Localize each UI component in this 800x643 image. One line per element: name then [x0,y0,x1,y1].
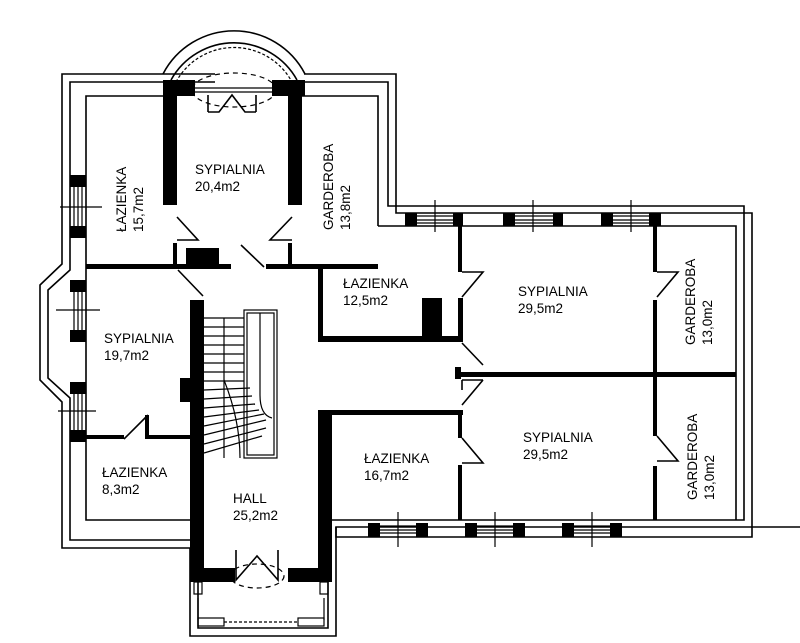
room-lazienka-nw: ŁAZIENKA 15,7m2 [114,167,146,232]
room-lazienka-s: ŁAZIENKA 16,7m2 [364,451,429,483]
room-area: 13,0m2 [700,300,715,345]
structural-walls [70,80,736,582]
room-area: 19,7m2 [104,348,149,363]
room-name: ŁAZIENKA [102,465,167,480]
room-garderoba-ne: GARDEROBA 13,0m2 [683,259,715,345]
room-area: 25,2m2 [233,508,278,523]
room-name: GARDEROBA [321,144,336,230]
room-area: 20,4m2 [195,179,240,194]
staircase [203,309,278,459]
room-sypialnia-n: SYPIALNIA 20,4m2 [195,162,265,194]
room-sypialnia-ne: SYPIALNIA 29,5m2 [518,284,588,316]
room-area: 13,8m2 [338,185,353,230]
room-name: SYPIALNIA [518,284,588,299]
room-area: 12,5m2 [343,293,388,308]
room-name: ŁAZIENKA [364,451,429,466]
room-sypialnia-w: SYPIALNIA 19,7m2 [104,331,174,363]
room-area: 16,7m2 [364,468,409,483]
room-labels: ŁAZIENKA 15,7m2 SYPIALNIA 20,4m2 GARDERO… [102,144,717,523]
room-name: SYPIALNIA [104,331,174,346]
room-name: SYPIALNIA [523,430,593,445]
room-name: ŁAZIENKA [114,167,129,232]
room-name: HALL [233,491,267,506]
porch [193,581,329,627]
room-hall: HALL 25,2m2 [233,491,278,523]
room-lazienka-sw: ŁAZIENKA 8,3m2 [102,465,167,497]
room-area: 15,7m2 [131,187,146,232]
room-name: ŁAZIENKA [343,276,408,291]
room-lazienka-c: ŁAZIENKA 12,5m2 [343,276,408,308]
room-area: 8,3m2 [102,482,140,497]
room-name: GARDEROBA [683,259,698,345]
doors [123,93,680,589]
room-area: 29,5m2 [523,447,568,462]
room-garderoba-n: GARDEROBA 13,8m2 [321,144,353,230]
room-name: SYPIALNIA [195,162,265,177]
room-area: 13,0m2 [702,455,717,500]
room-name: GARDEROBA [685,414,700,500]
room-garderoba-se: GARDEROBA 13,0m2 [685,414,717,500]
outer-outline [39,73,800,637]
room-area: 29,5m2 [518,301,563,316]
windows [56,87,649,547]
bay-window-top [162,30,306,108]
room-sypialnia-se: SYPIALNIA 29,5m2 [523,430,593,462]
inner-walls-thin [85,95,737,521]
